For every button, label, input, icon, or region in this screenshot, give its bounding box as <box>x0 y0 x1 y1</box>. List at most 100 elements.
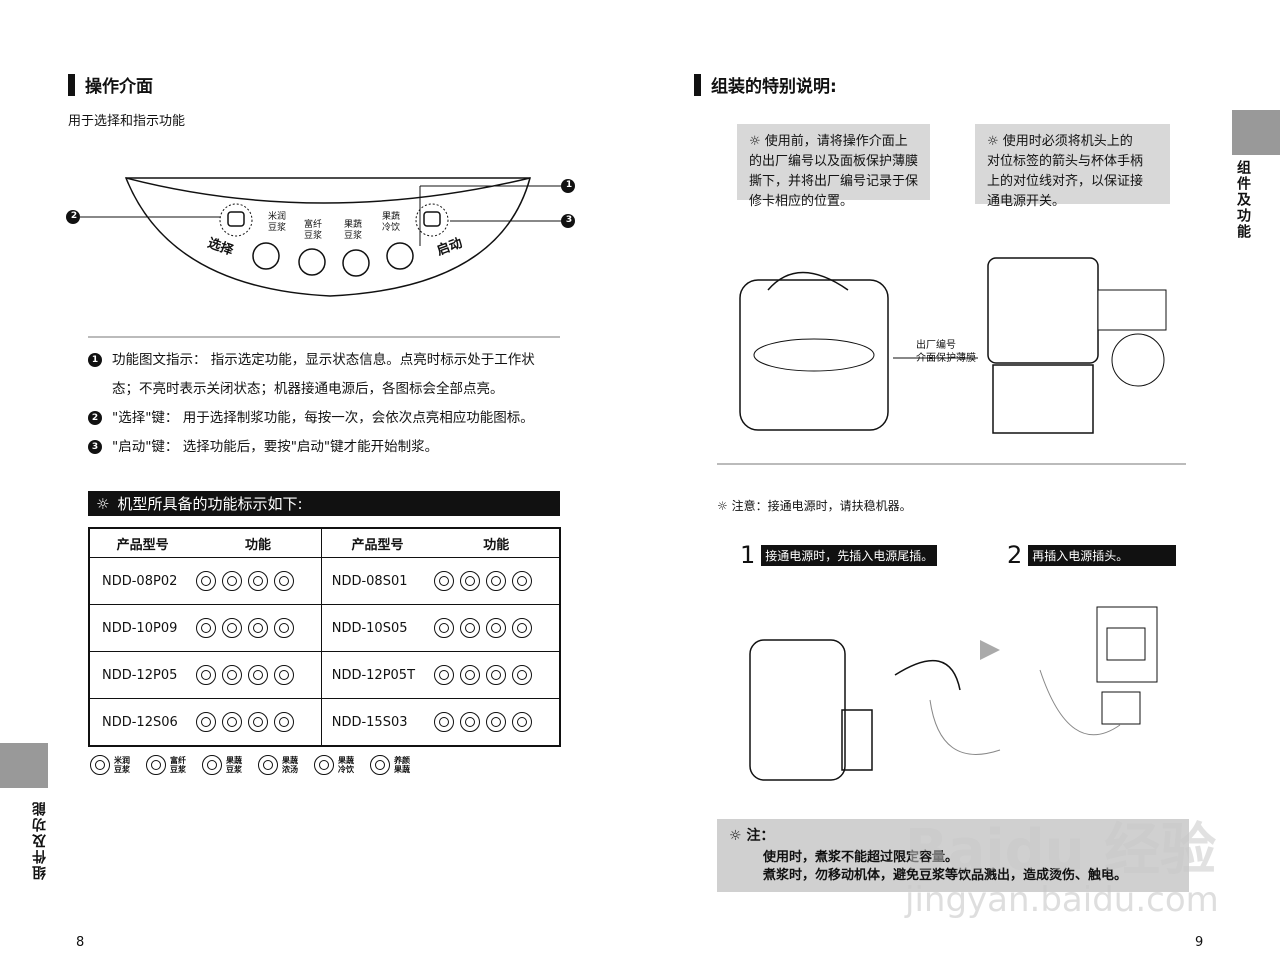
func-btn-4 <box>386 242 414 270</box>
select-key-icon <box>227 211 245 227</box>
panel-arc <box>125 177 531 204</box>
machine-cup <box>992 364 1094 434</box>
right-side-tab <box>1232 110 1280 155</box>
socket-face <box>1106 627 1146 661</box>
machine-head <box>987 257 1099 364</box>
func-icons <box>433 651 560 699</box>
note-line-1: 使用时，煮浆不能超过限定容量。 <box>763 850 959 865</box>
info-box-1: ☼ 使用前，请将操作介面上 的出厂编号以及面板保护薄膜撕下，并将出厂编号记录于保… <box>737 124 930 209</box>
desc-item-3: 3 "启动"键： 选择功能后，要按"启动"键才能开始制浆。 <box>88 433 568 462</box>
start-key-ring <box>415 203 449 237</box>
models-header: ☼ 机型所具备的功能标示如下: <box>88 491 560 516</box>
watermark-url: jingyan.baidu.com <box>905 880 1219 920</box>
callout-dot-1 <box>561 179 575 193</box>
legend-item: 果蔬冷饮 <box>314 755 354 775</box>
btn2-label: 富纤豆浆 <box>304 220 323 241</box>
func-btn-1 <box>252 242 280 270</box>
desc-item-2: 2 "选择"键： 用于选择制浆功能，每按一次，会依次点亮相应功能图标。 <box>88 404 568 433</box>
callout-2-label: 2 <box>70 211 78 221</box>
callout-dot-3 <box>561 214 575 228</box>
table-row: NDD-08P02 NDD-08S01 <box>89 557 560 605</box>
power-connection-illustration <box>749 606 1158 781</box>
table-row: NDD-10P09 NDD-10S05 <box>89 604 560 652</box>
col-header-func: 功能 <box>195 528 322 558</box>
legend-item: 米润豆浆 <box>90 755 130 775</box>
func-btn-2 <box>298 248 326 276</box>
col-header-func-2: 功能 <box>433 528 560 558</box>
figure-labels: 出厂编号介面保护薄膜 <box>916 340 976 364</box>
zoom-circle <box>1111 333 1165 387</box>
machine-body-1 <box>739 279 889 431</box>
panel-outline <box>124 177 531 297</box>
table-row: NDD-12S06 NDD-15S03 <box>89 698 560 747</box>
select-key-ring <box>219 203 253 237</box>
machine-side <box>749 639 846 781</box>
panel-ellipse <box>753 338 875 372</box>
bulb-icon: ☼ <box>729 828 747 844</box>
callout-dot-2 <box>66 210 80 224</box>
bulb-icon: ☼ <box>749 134 765 149</box>
wall-socket <box>1096 606 1158 683</box>
hand-plug <box>894 659 961 691</box>
watermark-logo: Baidu 经验 <box>905 818 1217 883</box>
left-divider <box>88 336 560 338</box>
desc-item-1: 1 功能图文指示： 指示选定功能，显示状态信息。点亮时标示处于工作状态；不亮时表… <box>88 346 568 404</box>
left-subtitle: 用于选择和指示功能 <box>68 114 186 129</box>
arrow-right-icon <box>980 640 1000 660</box>
btn4-label: 果蔬冷饮 <box>382 212 401 233</box>
handle <box>841 709 873 771</box>
bulb-icon: ☼ <box>987 134 1003 149</box>
note-title: ☼ 注： <box>729 828 775 844</box>
right-side-label: 组件及功能 <box>1235 160 1251 240</box>
right-title-text: 组装的特别说明: <box>711 77 837 97</box>
table-row: NDD-12P05 NDD-12P05T <box>89 651 560 699</box>
legend-item: 果蔬豆浆 <box>202 755 242 775</box>
notice-text: ☼ 注意：接通电源时，请扶稳机器。 <box>717 499 912 513</box>
function-legend: 米润豆浆 富纤豆浆 果蔬豆浆 果蔬浓汤 果蔬冷饮 养颜果蔬 <box>90 755 410 775</box>
right-divider <box>717 463 1186 465</box>
plug <box>1101 691 1141 725</box>
right-section-title: 组装的特别说明: <box>694 72 837 97</box>
assembly-illustration <box>739 257 1167 434</box>
hand-outline <box>767 271 849 291</box>
info-box-2: ☼ 使用时必须将机头上的 对位标签的箭头与杯体手柄上的对位线对齐，以保证接通电源… <box>975 124 1170 209</box>
table-header-row: 产品型号 功能 产品型号 功能 <box>89 528 560 558</box>
label-detail <box>1097 289 1167 331</box>
note-line-2: 煮浆时，勿移动机体，避免豆浆等饮品溅出，造成烫伤、触电。 <box>763 868 1128 883</box>
func-btn-3 <box>342 249 370 277</box>
left-side-label: 组件及功能 <box>32 800 48 880</box>
legend-item: 果蔬浓汤 <box>258 755 298 775</box>
col-header-model: 产品型号 <box>89 528 196 558</box>
title-bar <box>68 73 75 96</box>
func-icons <box>433 557 560 605</box>
control-panel-diagram <box>66 177 575 297</box>
btn3-label: 果蔬豆浆 <box>344 220 363 241</box>
title-bar <box>694 73 701 96</box>
bulb-icon: ☼ <box>717 499 732 513</box>
btn1-label: 米润豆浆 <box>268 212 287 233</box>
left-title-text: 操作介面 <box>85 77 153 97</box>
left-side-tab <box>0 743 48 788</box>
func-icons <box>195 557 322 605</box>
models-table: 产品型号 功能 产品型号 功能 NDD-08P02 NDD-08S01 NDD-… <box>88 527 561 747</box>
note-box: ☼ 注： 使用时，煮浆不能超过限定容量。 煮浆时，勿移动机体，避免豆浆等饮品溅出… <box>717 819 1189 892</box>
func-icons <box>433 699 560 747</box>
callout-3-label: 3 <box>565 215 573 225</box>
cable-2 <box>1039 669 1121 736</box>
legend-item: 养颜果蔬 <box>370 755 410 775</box>
legend-item: 富纤豆浆 <box>146 755 186 775</box>
right-page-number: 9 <box>1195 935 1204 950</box>
description-list: 1 功能图文指示： 指示选定功能，显示状态信息。点亮时标示处于工作状态；不亮时表… <box>88 346 568 462</box>
left-page-number: 8 <box>76 935 85 950</box>
func-icons <box>195 651 322 699</box>
func-icons <box>195 604 322 652</box>
func-icons <box>433 604 560 652</box>
left-section-title: 操作介面 <box>68 72 153 97</box>
cable-1 <box>929 699 1001 755</box>
func-icons <box>195 698 322 746</box>
col-header-model-2: 产品型号 <box>321 528 434 558</box>
bulb-icon: ☼ <box>96 494 110 513</box>
start-key-icon <box>423 211 441 227</box>
